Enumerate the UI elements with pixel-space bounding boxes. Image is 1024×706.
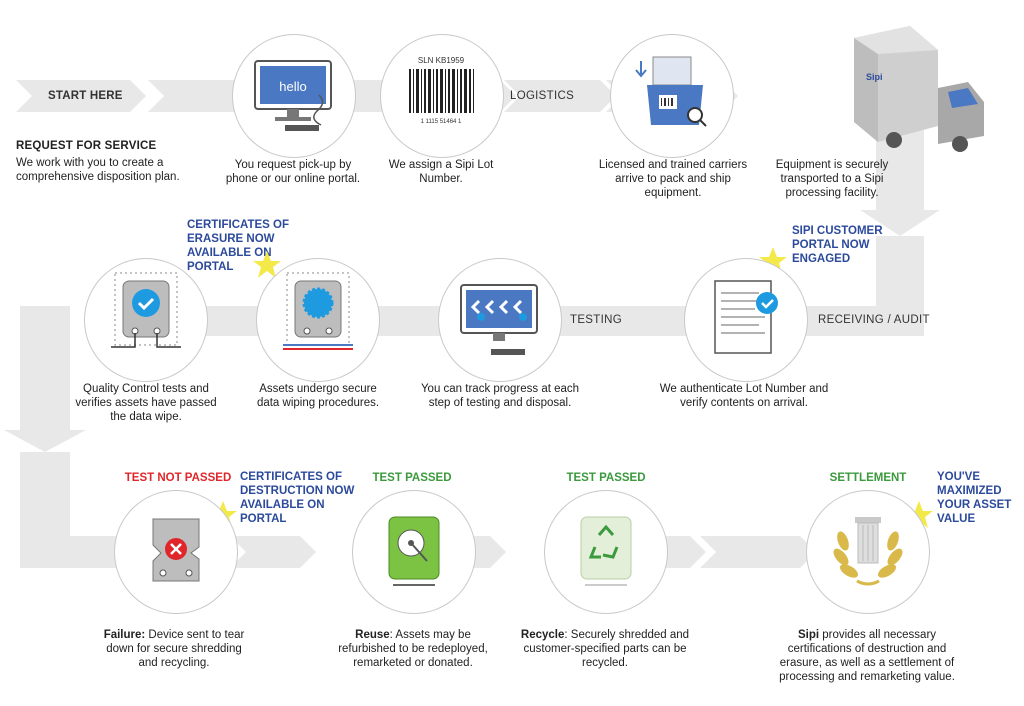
reuse-circle [352, 490, 476, 614]
portal-note: SIPI CUSTOMER PORTAL NOW ENGAGED [792, 225, 883, 265]
packing-box-icon [635, 56, 707, 127]
star-icon [253, 251, 281, 278]
monitor-text: hello [279, 79, 306, 94]
barcode-top-text: SLN KB1959 [418, 56, 465, 65]
reuse-caption: Reuse: Assets may be refurbished to be r… [328, 628, 498, 670]
erasure-note: CERTIFICATES OF ERASURE NOW AVAILABLE ON… [187, 219, 290, 273]
failure-lead: Failure: [103, 629, 146, 641]
authenticate-circle [684, 258, 808, 382]
start-here-label: START HERE [48, 90, 123, 102]
truck-brand-text: Sipi [866, 72, 883, 82]
receiving-audit-label: RECEIVING / AUDIT [818, 314, 930, 326]
recycle-lead: Recycle [520, 629, 565, 641]
tracking-monitor-icon [460, 284, 538, 355]
barcode-icon: SLN KB1959 1 1115 51464 1 [409, 56, 474, 125]
qc-caption: Quality Control tests and verifies asset… [75, 383, 217, 423]
settlement-label: SETTLEMENT [829, 472, 907, 484]
transport-caption: Equipment is securely transported to a S… [775, 159, 889, 199]
test-passed-label-recycle: TEST PASSED [566, 472, 646, 484]
test-passed-label-reuse: TEST PASSED [372, 472, 452, 484]
failed-drive-icon [152, 518, 200, 582]
recycle-caption: Recycle: Securely shredded and customer-… [520, 628, 690, 670]
laurel-pillar-icon [833, 517, 903, 586]
verified-drive-icon [111, 272, 181, 348]
data-wiping-circle [256, 258, 380, 382]
reuse-body: : Assets may be refurbished to be redepl… [338, 629, 488, 669]
logistics-label: LOGISTICS [510, 90, 575, 102]
pickup-request-circle: hello [232, 34, 356, 158]
pickup-caption: You request pick-up by phone or our onli… [225, 159, 361, 185]
computer-icon: hello [254, 60, 332, 131]
lot-number-circle: SLN KB1959 1 1115 51464 1 [380, 34, 504, 158]
testing-label: TESTING [570, 314, 622, 326]
request-title: REQUEST FOR SERVICE [16, 140, 157, 152]
request-for-service-block: REQUEST FOR SERVICE We work with you to … [16, 140, 206, 184]
sipi-caption: Sipi provides all necessary certificatio… [772, 628, 962, 684]
failure-circle [114, 490, 238, 614]
barcode-bottom-text: 1 1115 51464 1 [421, 119, 462, 125]
destruction-note: CERTIFICATES OF DESTRUCTION NOW AVAILABL… [240, 471, 355, 525]
document-check-icon [714, 280, 778, 354]
quality-control-circle [84, 258, 208, 382]
settlement-circle [806, 490, 930, 614]
recycle-body: : Securely shredded and customer-specifi… [523, 629, 690, 669]
wiping-caption: Assets undergo secure data wiping proced… [256, 383, 380, 409]
carriers-circle [610, 34, 734, 158]
failure-caption: Failure: Device sent to tear down for se… [98, 628, 250, 670]
tracking-caption: You can track progress at each step of t… [420, 383, 580, 409]
request-body: We work with you to create a comprehensi… [16, 157, 180, 183]
truck-icon: Sipi [854, 26, 984, 152]
failure-body: Device sent to tear down for secure shre… [106, 629, 245, 669]
lot-caption: We assign a Sipi Lot Number. [388, 159, 494, 185]
recycle-icon [580, 516, 632, 586]
sipi-lead: Sipi [797, 629, 820, 641]
recycle-circle [544, 490, 668, 614]
reuse-lead: Reuse [355, 629, 390, 641]
sipi-body: provides all necessary certifications of… [779, 629, 955, 683]
wiping-drive-icon [283, 272, 353, 350]
authenticate-caption: We authenticate Lot Number and verify co… [659, 383, 829, 409]
tracking-circle [438, 258, 562, 382]
carriers-caption: Licensed and trained carriers arrive to … [598, 159, 748, 199]
hard-drive-icon [388, 516, 440, 586]
maximized-note: YOU'VE MAXIMIZED YOUR ASSET VALUE [937, 471, 1012, 525]
test-not-passed-label: TEST NOT PASSED [124, 472, 232, 484]
